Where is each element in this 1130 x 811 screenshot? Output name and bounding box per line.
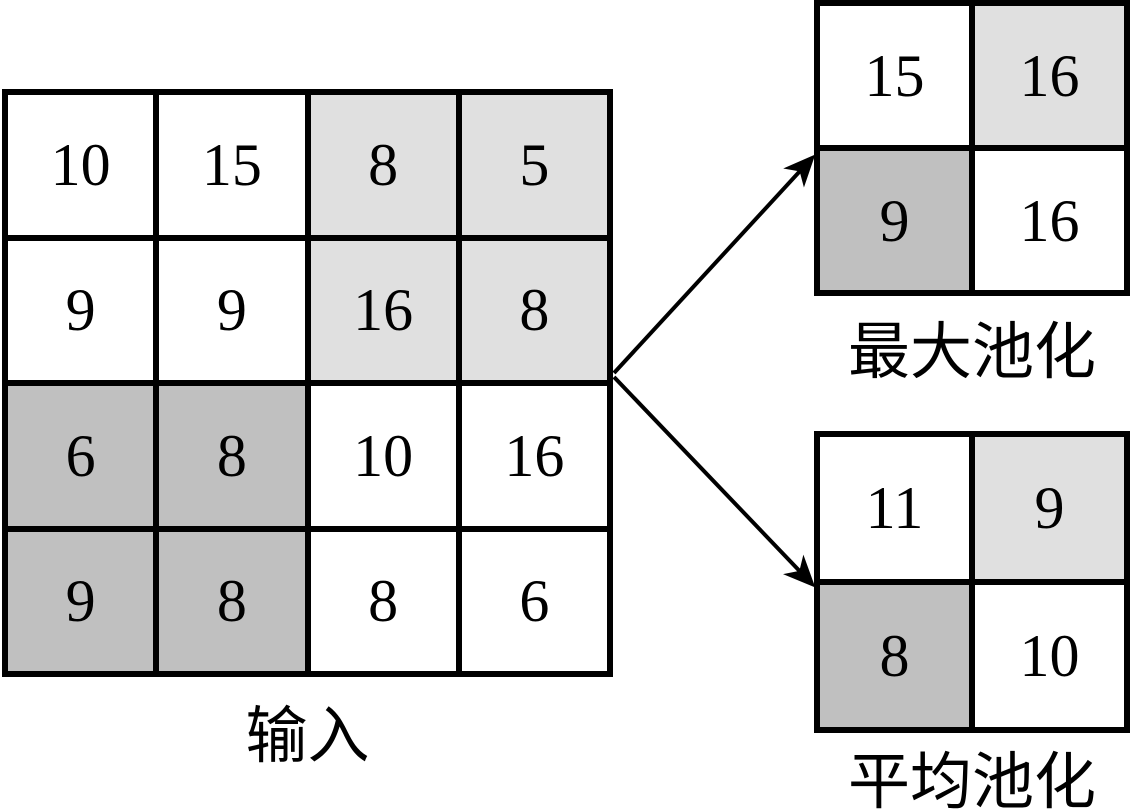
- average-pooling-matrix: 11 9 8 10: [814, 431, 1130, 733]
- input-cell-r0c3: 5: [461, 95, 607, 235]
- input-cell-r1c1: 9: [159, 240, 305, 380]
- max-cell-r1c0: 9: [820, 151, 969, 290]
- input-cell-r0c0: 10: [8, 95, 154, 235]
- input-cell-r1c3: 8: [461, 240, 607, 380]
- max-pooling-matrix: 15 16 9 16: [814, 0, 1130, 296]
- max-cell-r0c1: 16: [975, 6, 1124, 145]
- input-cell-r3c3: 6: [461, 531, 607, 671]
- input-cell-r3c2: 8: [310, 531, 456, 671]
- input-cell-r3c0: 9: [8, 531, 154, 671]
- input-matrix: 10 15 8 5 9 9 16 8 6 8 10 16 9 8 8 6: [2, 89, 613, 677]
- average-pooling-label: 平均池化: [847, 749, 1096, 811]
- arrow-to-average-pooling: [612, 375, 816, 588]
- input-label: 输入: [245, 703, 370, 771]
- arrow-to-max-pooling: [612, 154, 816, 375]
- input-cell-r3c1: 8: [159, 531, 305, 671]
- max-cell-r1c1: 16: [975, 151, 1124, 290]
- input-cell-r2c1: 8: [159, 386, 305, 526]
- avg-cell-r1c0: 8: [820, 585, 969, 727]
- input-cell-r2c2: 10: [310, 386, 456, 526]
- avg-cell-r0c0: 11: [820, 437, 969, 579]
- input-cell-r2c0: 6: [8, 386, 154, 526]
- input-cell-r1c2: 16: [310, 240, 456, 380]
- avg-cell-r0c1: 9: [975, 437, 1124, 579]
- max-cell-r0c0: 15: [820, 6, 969, 145]
- input-cell-r0c2: 8: [310, 95, 456, 235]
- input-cell-r1c0: 9: [8, 240, 154, 380]
- input-cell-r0c1: 15: [159, 95, 305, 235]
- input-cell-r2c3: 16: [461, 386, 607, 526]
- max-pooling-label: 最大池化: [847, 319, 1096, 387]
- avg-cell-r1c1: 10: [975, 585, 1124, 727]
